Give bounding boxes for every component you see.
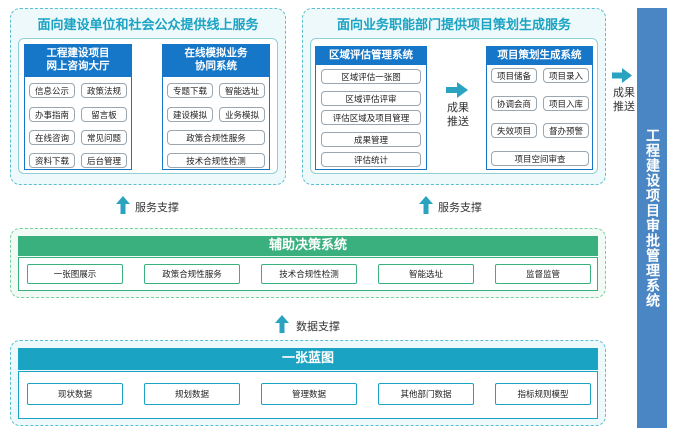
data-support-label: 数据支撑 <box>296 320 340 333</box>
decision-item[interactable]: 一张图展示 <box>27 264 123 284</box>
hall-item[interactable]: 政策法规 <box>81 83 127 98</box>
sim-system-title-1: 在线模拟业务 <box>184 47 248 59</box>
push-arrow-right-icon <box>612 68 632 83</box>
region-item[interactable]: 成果管理 <box>321 132 421 147</box>
hall-item[interactable]: 在线咨询 <box>29 130 75 145</box>
service-support-left: 服务支撑 <box>135 201 179 214</box>
sim-system-body <box>162 76 270 170</box>
consult-hall-header: 工程建设项目 网上咨询大厅 <box>24 44 132 76</box>
decision-item[interactable]: 智能选址 <box>378 264 474 284</box>
region-item[interactable]: 评估统计 <box>321 152 421 167</box>
sim-item[interactable]: 专题下载 <box>167 83 213 98</box>
blueprint-item[interactable]: 指标规则模型 <box>495 383 591 405</box>
region-system-header: 区域评估管理系统 <box>315 46 427 64</box>
consult-hall-title-2: 网上咨询大厅 <box>46 60 110 72</box>
push-label-middle-1: 成果 <box>447 101 469 114</box>
planning-item[interactable]: 项目储备 <box>491 68 537 83</box>
decision-title: 辅助决策系统 <box>18 236 598 256</box>
hall-item[interactable]: 留言板 <box>81 107 127 122</box>
push-label-middle-2: 推送 <box>447 115 469 128</box>
sim-wide-item[interactable]: 技术合规性检测 <box>167 153 265 168</box>
push-label-right-1: 成果 <box>613 86 635 99</box>
region-system-body <box>315 64 427 170</box>
sim-item[interactable]: 业务模拟 <box>219 107 265 122</box>
sim-item[interactable]: 建设模拟 <box>167 107 213 122</box>
blueprint-item[interactable]: 管理数据 <box>261 383 357 405</box>
sim-system-title-2: 协同系统 <box>195 60 237 72</box>
hall-item[interactable]: 资料下载 <box>29 153 75 168</box>
decision-item[interactable]: 技术合规性检测 <box>261 264 357 284</box>
up-arrow-icon <box>419 196 433 214</box>
planning-system-header: 项目策划生成系统 <box>486 46 593 64</box>
planning-item[interactable]: 项目入库 <box>543 96 589 111</box>
planning-system-body <box>486 64 593 170</box>
blueprint-title: 一张蓝图 <box>18 348 598 370</box>
region-item[interactable]: 区域评估评审 <box>321 91 421 106</box>
decision-item[interactable]: 监督监管 <box>495 264 591 284</box>
planning-wide-item[interactable]: 项目空间审查 <box>491 151 589 166</box>
region-item[interactable]: 评估区域及项目管理 <box>321 110 421 125</box>
push-label-right: 成果 推送 <box>610 86 638 114</box>
hall-item[interactable]: 后台管理 <box>81 153 127 168</box>
blueprint-item[interactable]: 规划数据 <box>144 383 240 405</box>
region-item[interactable]: 区域评估一张图 <box>321 69 421 84</box>
blueprint-item[interactable]: 其他部门数据 <box>378 383 474 405</box>
up-arrow-icon <box>275 315 289 333</box>
sim-item[interactable]: 智能选址 <box>219 83 265 98</box>
sim-wide-item[interactable]: 政策合规性服务 <box>167 130 265 145</box>
blueprint-item[interactable]: 现状数据 <box>27 383 123 405</box>
planning-item[interactable]: 失效项目 <box>491 123 537 138</box>
public-service-title: 面向建设单位和社会公众提供线上服务 <box>37 18 259 33</box>
hall-item[interactable]: 信息公示 <box>29 83 75 98</box>
planning-item[interactable]: 协调会商 <box>491 96 537 111</box>
service-support-right: 服务支撑 <box>438 201 482 214</box>
hall-item[interactable]: 常见问题 <box>81 130 127 145</box>
consult-hall-body <box>24 76 132 170</box>
up-arrow-icon <box>116 196 130 214</box>
push-arrow-icon <box>446 82 468 98</box>
push-label-middle: 成果 推送 <box>443 101 473 129</box>
side-system-title: 工程建设项目审批管理系统 <box>637 8 667 428</box>
sim-system-header: 在线模拟业务 协同系统 <box>162 44 270 76</box>
planning-item[interactable]: 督办预警 <box>543 123 589 138</box>
consult-hall-title-1: 工程建设项目 <box>46 47 110 59</box>
decision-item[interactable]: 政策合规性服务 <box>144 264 240 284</box>
planning-item[interactable]: 项目录入 <box>543 68 589 83</box>
dept-service-title: 面向业务职能部门提供项目策划生成服务 <box>336 18 571 33</box>
push-label-right-2: 推送 <box>613 100 635 113</box>
hall-item[interactable]: 办事指南 <box>29 107 75 122</box>
